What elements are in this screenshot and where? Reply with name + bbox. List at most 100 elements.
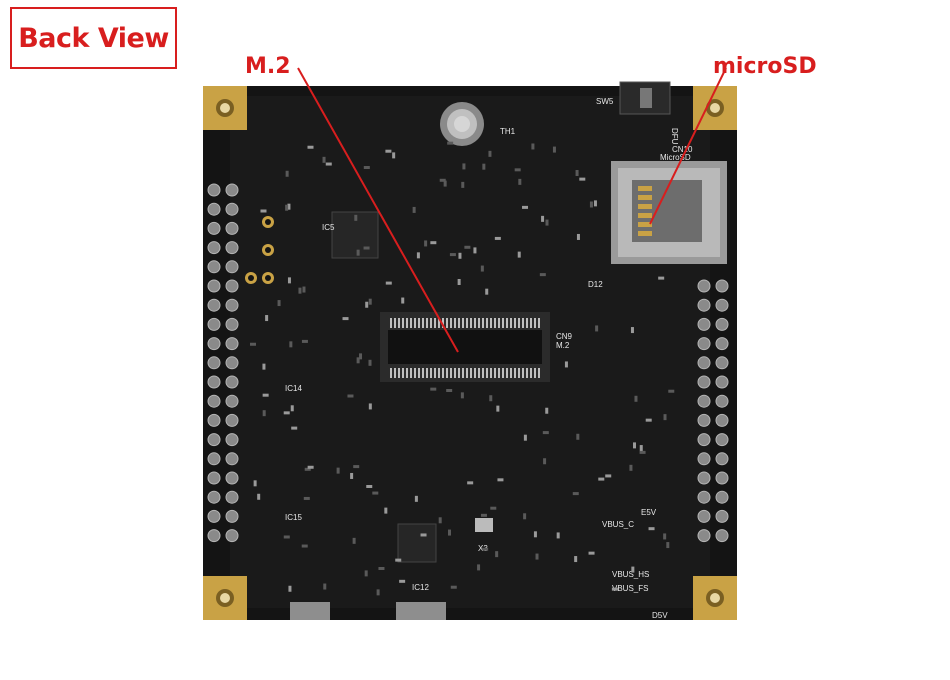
header-pin	[207, 509, 221, 523]
header-pin	[697, 394, 711, 408]
header-pin	[225, 241, 239, 255]
microsd-callout-line	[649, 67, 727, 225]
header-pin	[207, 241, 221, 255]
header-pin	[207, 375, 221, 389]
header-pin	[225, 279, 239, 293]
left-pin-header	[207, 183, 239, 543]
e5v-silk: E5V	[641, 508, 657, 517]
ic12-chip	[397, 523, 437, 563]
header-pin	[207, 183, 221, 197]
header-pin	[225, 471, 239, 485]
header-pin	[225, 509, 239, 523]
header-pin	[697, 356, 711, 370]
microsd-callout-label: microSD	[713, 54, 817, 79]
ic14-silk: IC14	[285, 384, 302, 393]
header-pin	[225, 221, 239, 235]
header-pin	[207, 221, 221, 235]
header-pin	[207, 529, 221, 543]
header-pin	[697, 337, 711, 351]
crystal-x3	[475, 518, 493, 532]
header-pin	[225, 260, 239, 274]
header-pin	[697, 317, 711, 331]
vbus-c-silk: VBUS_C	[602, 520, 634, 529]
header-pin	[697, 375, 711, 389]
back-view-label-box: Back View	[10, 7, 177, 69]
microsd-silk: MicroSD	[660, 153, 691, 162]
header-pin	[715, 317, 729, 331]
usb-connectors	[290, 602, 446, 620]
header-pin	[697, 279, 711, 293]
d5v-silk: D5V	[652, 611, 668, 620]
header-pin	[697, 529, 711, 543]
header-pin	[225, 433, 239, 447]
header-pin	[697, 452, 711, 466]
header-pin	[715, 298, 729, 312]
ic12-silk: IC12	[412, 583, 429, 592]
header-pin	[715, 529, 729, 543]
header-pin	[225, 413, 239, 427]
header-pin	[697, 490, 711, 504]
dfu-silk: DFU	[670, 128, 679, 145]
ic5-silk: IC5	[322, 223, 335, 232]
header-pin	[225, 490, 239, 504]
header-pin	[225, 356, 239, 370]
header-pin	[207, 202, 221, 216]
header-pin	[225, 529, 239, 543]
header-pin	[225, 298, 239, 312]
header-pin	[207, 413, 221, 427]
cn10-silk: CN10	[672, 145, 693, 154]
header-pin	[225, 337, 239, 351]
m2-callout-label: M.2	[245, 54, 291, 79]
header-pin	[207, 279, 221, 293]
back-view-title: Back View	[18, 22, 169, 54]
th1-silk: TH1	[500, 127, 516, 136]
header-pin	[715, 471, 729, 485]
header-pin	[225, 375, 239, 389]
thermal-mount	[440, 102, 484, 146]
header-pin	[207, 298, 221, 312]
header-pin	[697, 413, 711, 427]
m2-silk: M.2	[556, 341, 570, 350]
m2-connector	[380, 312, 550, 382]
vbus-fs-silk: VBUS_FS	[612, 584, 648, 593]
header-pin	[225, 183, 239, 197]
header-pin	[207, 356, 221, 370]
header-pin	[207, 490, 221, 504]
cn9-silk: CN9	[556, 332, 573, 341]
d12-silk: D12	[588, 280, 603, 289]
ic15-silk: IC15	[285, 513, 302, 522]
header-pin	[207, 317, 221, 331]
vbus-hs-silk: VBUS_HS	[612, 570, 649, 579]
header-pin	[715, 279, 729, 293]
header-pin	[715, 433, 729, 447]
header-pin	[207, 337, 221, 351]
header-pin	[715, 356, 729, 370]
right-pin-header	[697, 279, 729, 543]
header-pin	[207, 394, 221, 408]
header-pin	[697, 509, 711, 523]
header-pin	[225, 452, 239, 466]
corner-mounting-pads	[203, 86, 737, 620]
header-pin	[715, 413, 729, 427]
header-pin	[715, 375, 729, 389]
header-pin	[225, 394, 239, 408]
header-pin	[715, 509, 729, 523]
header-pin	[715, 337, 729, 351]
header-pin	[207, 433, 221, 447]
header-pin	[715, 452, 729, 466]
header-pin	[207, 452, 221, 466]
m2-callout-line	[297, 67, 459, 353]
header-pin	[225, 202, 239, 216]
smd-components	[250, 141, 675, 596]
header-pin	[207, 260, 221, 274]
header-pin	[715, 490, 729, 504]
header-pin	[697, 298, 711, 312]
header-pin	[225, 317, 239, 331]
microsd-socket	[611, 161, 727, 264]
header-pin	[715, 394, 729, 408]
header-pin	[207, 471, 221, 485]
header-pin	[697, 471, 711, 485]
header-pin	[697, 433, 711, 447]
sw5-silk: SW5	[596, 97, 614, 106]
